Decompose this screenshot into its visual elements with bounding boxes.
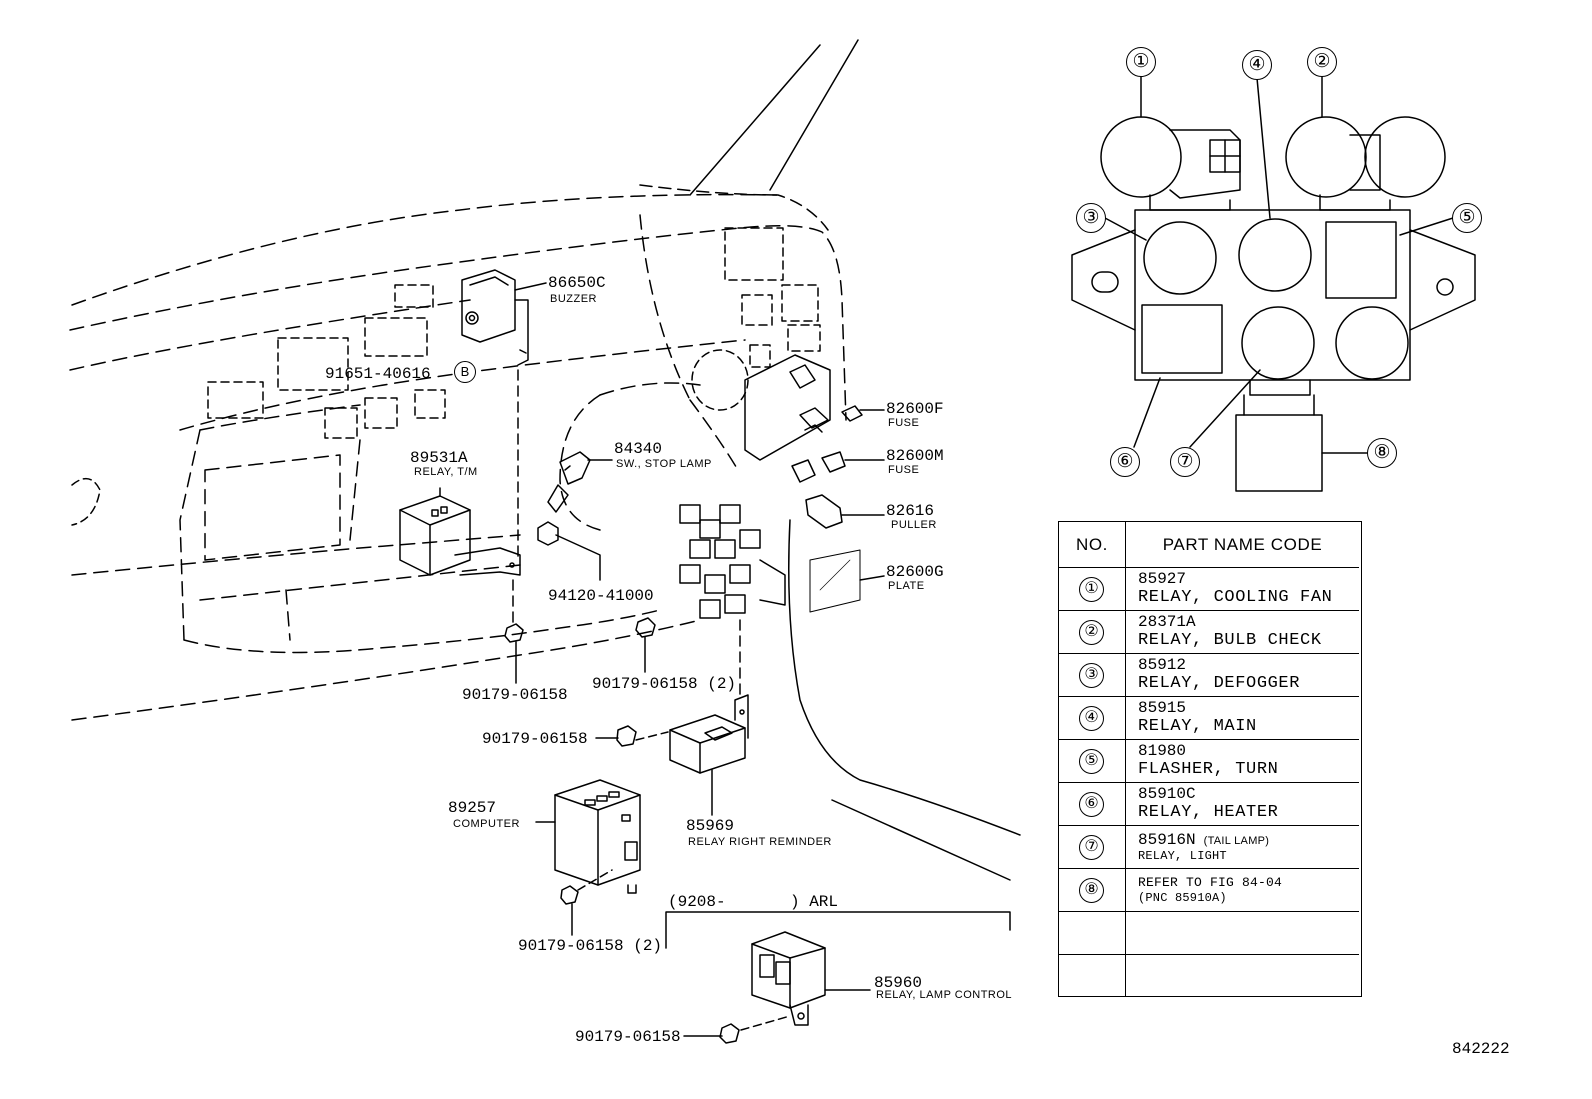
fuse-f-name: FUSE xyxy=(888,417,920,429)
callout-6: ⑥ xyxy=(1110,447,1140,477)
table-header-no: NO. xyxy=(1075,535,1109,554)
table-row: ⑧ REFER TO FIG 84-04 (PNC 85910A) xyxy=(1059,869,1359,912)
row-code: 85916N (TAIL LAMP) xyxy=(1138,832,1269,849)
row-code: 28371A xyxy=(1138,613,1196,631)
stop-lamp-switch-component xyxy=(547,451,613,513)
puller-name: PULLER xyxy=(891,519,937,531)
bolt-2-code: 90179-06158 (2) xyxy=(592,675,737,693)
table-column-divider xyxy=(1125,522,1126,996)
nut-code: 94120-41000 xyxy=(548,587,654,605)
row-number: ⑤ xyxy=(1079,749,1104,774)
computer-component xyxy=(535,779,641,894)
bolt-5-code: 90179-06158 xyxy=(575,1028,681,1046)
fuse-m-code: 82600M xyxy=(886,447,944,465)
row-code: 85915 xyxy=(1138,699,1187,717)
relay-reminder-name: RELAY RIGHT REMINDER xyxy=(688,836,832,848)
row-name: RELAY, COOLING FAN xyxy=(1138,588,1333,607)
row-name: RELAY, DEFOGGER xyxy=(1138,674,1301,693)
row-name: FLASHER, TURN xyxy=(1138,760,1279,779)
relay-block-assembly xyxy=(1071,74,1476,492)
callout-2: ② xyxy=(1307,47,1337,77)
fuse-m-name: FUSE xyxy=(888,464,920,476)
row-name: RELAY, LIGHT xyxy=(1138,849,1227,863)
table-row: ⑤ 81980 FLASHER, TURN xyxy=(1059,740,1359,783)
row-number: ⑥ xyxy=(1079,792,1104,817)
row-name: RELAY, MAIN xyxy=(1138,717,1257,736)
fuse-f-code: 82600F xyxy=(886,400,944,418)
parts-table: NO. PART NAME CODE ① 85927 RELAY, COOLIN… xyxy=(1058,521,1362,997)
fuse-box-component xyxy=(679,354,831,696)
row-number: ⑦ xyxy=(1079,835,1104,860)
row-number: ① xyxy=(1079,577,1104,602)
relay-tm-name: RELAY, T/M xyxy=(414,466,478,478)
stop-lamp-switch-name: SW., STOP LAMP xyxy=(616,458,712,470)
lamp-control-name: RELAY, LAMP CONTROL xyxy=(876,989,1013,1001)
row-number: ④ xyxy=(1079,706,1104,731)
callout-3: ③ xyxy=(1076,203,1106,233)
arl-range-end: ) ARL xyxy=(790,893,839,911)
row-code: 81980 xyxy=(1138,742,1187,760)
callout-5: ⑤ xyxy=(1452,203,1482,233)
plate-code: 82600G xyxy=(886,563,944,581)
relay-reminder-component xyxy=(669,694,749,816)
row-code-value: 85916N xyxy=(1138,831,1196,849)
stop-lamp-switch-code: 84340 xyxy=(614,440,663,458)
bolt-3-code: 90179-06158 xyxy=(482,730,588,748)
table-header-name: PART NAME CODE xyxy=(1162,535,1323,554)
bolt-4-code: 90179-06158 (2) xyxy=(518,937,663,955)
table-row: ⑦ 85916N (TAIL LAMP) RELAY, LIGHT xyxy=(1059,826,1359,869)
nut-component xyxy=(537,521,601,581)
table-row: ② 28371A RELAY, BULB CHECK xyxy=(1059,611,1359,654)
bolt-1-code: 90179-06158 xyxy=(462,686,568,704)
arl-range-start: (9208- xyxy=(668,893,726,911)
table-row: ③ 85912 RELAY, DEFOGGER xyxy=(1059,654,1359,697)
row-name: (PNC 85910A) xyxy=(1138,891,1227,905)
plate-name: PLATE xyxy=(888,580,925,592)
computer-name: COMPUTER xyxy=(453,818,520,830)
bolts xyxy=(504,617,791,1044)
figure-number: 842222 xyxy=(1452,1040,1510,1058)
row-number: ② xyxy=(1079,620,1104,645)
buzzer-name: BUZZER xyxy=(550,293,597,305)
callout-7: ⑦ xyxy=(1170,447,1200,477)
console-line xyxy=(788,519,1021,836)
table-row: ④ 85915 RELAY, MAIN xyxy=(1059,697,1359,740)
row-name: RELAY, BULB CHECK xyxy=(1138,631,1322,650)
buzzer-component xyxy=(461,269,547,561)
row-code: 85912 xyxy=(1138,656,1187,674)
relay-reminder-code: 85969 xyxy=(686,817,735,835)
windshield-outline xyxy=(71,39,859,306)
relay-lamp-control-component xyxy=(751,931,871,1026)
table-row: ① 85927 RELAY, COOLING FAN xyxy=(1059,568,1359,611)
leader-table-arl xyxy=(831,799,1011,881)
callout-4: ④ xyxy=(1242,50,1272,80)
relay-tm-component xyxy=(399,487,521,626)
lamp-control-code: 85960 xyxy=(874,974,923,992)
relay-tm-code: 89531A xyxy=(410,449,468,467)
table-empty-row xyxy=(1059,912,1359,955)
row-code: 85927 xyxy=(1138,570,1187,588)
buzzer-code: 86650C xyxy=(548,274,606,292)
table-empty-row xyxy=(1059,955,1359,996)
row-number: ⑧ xyxy=(1079,878,1104,903)
row-name: RELAY, HEATER xyxy=(1138,803,1279,822)
puller-code: 82616 xyxy=(886,502,935,520)
table-row: ⑥ 85910C RELAY, HEATER xyxy=(1059,783,1359,826)
callout-1: ① xyxy=(1126,47,1156,77)
bolt-b-code: 91651-40616 xyxy=(325,365,431,383)
row-code: 85910C xyxy=(1138,785,1196,803)
row-number: ③ xyxy=(1079,663,1104,688)
table-header: NO. PART NAME CODE xyxy=(1059,522,1359,568)
callout-8: ⑧ xyxy=(1367,438,1397,468)
bolt-b-marker: B xyxy=(454,361,476,383)
computer-code: 89257 xyxy=(448,799,497,817)
fuses-and-plate xyxy=(791,405,885,613)
row-code-note: (TAIL LAMP) xyxy=(1203,835,1270,847)
arl-bracket xyxy=(665,911,1011,949)
row-code: REFER TO FIG 84-04 xyxy=(1138,875,1283,890)
dashboard-panels xyxy=(71,227,821,526)
